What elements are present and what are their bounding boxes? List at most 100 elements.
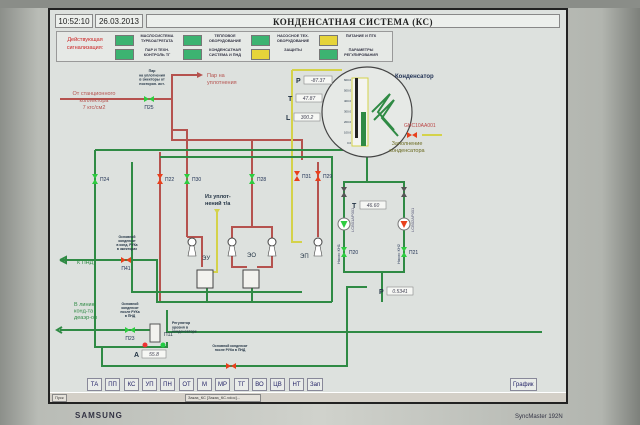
ejector-nozzle — [267, 237, 277, 247]
page-title: КОНДЕНСАТНАЯ СИСТЕМА (КС) — [146, 14, 560, 28]
nav-button-5[interactable]: ОТ — [179, 378, 194, 391]
start-button[interactable]: Пуск — [52, 394, 67, 402]
label: конденсат — [118, 239, 136, 243]
alarm-cell[interactable]: Пар и техн. контроль ТГ — [113, 47, 181, 60]
alarm-cell[interactable]: Насосное тех. оборудование — [249, 33, 317, 46]
valve-icon — [249, 174, 255, 184]
nav-button-11[interactable]: НТ — [289, 378, 304, 391]
pipe — [131, 162, 302, 293]
nav-button-1[interactable]: ПП — [105, 378, 120, 391]
nav-button-10[interactable]: ЦВ — [270, 378, 285, 391]
pump-state-icon — [340, 221, 348, 228]
label: конд-та — [74, 309, 94, 315]
label: после РУКа — [120, 310, 139, 314]
to-lpf-label: К ПНД — [77, 260, 94, 266]
alarm-text: Питание и ПТК — [345, 34, 377, 38]
monitor-bezel — [0, 0, 640, 8]
label: В линию — [74, 302, 96, 308]
level-fill — [361, 112, 366, 146]
valve-label: П31 — [302, 174, 311, 180]
value-box — [295, 93, 323, 103]
label: деаэр-ов — [74, 315, 97, 321]
valve-P30[interactable]: П30 — [184, 174, 201, 184]
nav-button-4[interactable]: ПН — [160, 378, 175, 391]
alarm-cell[interactable]: Маслосистема турбоагрегата — [113, 33, 181, 46]
label: в эжекторах — [117, 247, 137, 251]
ejector-cooler — [196, 269, 214, 289]
pipe — [102, 342, 168, 348]
valve-P24[interactable]: П24 — [92, 174, 109, 184]
valve-P23[interactable]: П23 — [125, 327, 135, 342]
pump-loop — [343, 157, 405, 273]
valve-icon — [294, 171, 300, 181]
alarm-cell[interactable]: Параметры регулирования — [317, 47, 385, 60]
valve-P22[interactable]: П22 — [157, 174, 174, 184]
label: конденсатора — [389, 148, 425, 154]
valve-P42[interactable]: П42 — [226, 363, 236, 372]
alarm-indicator — [319, 35, 338, 46]
nav-button-6[interactable]: М — [197, 378, 212, 391]
valve-P21[interactable]: П21 — [401, 247, 418, 257]
steam-pipe — [171, 99, 188, 162]
nav-button-8[interactable]: ТГ — [234, 378, 249, 391]
nav-button-12[interactable]: Зап — [307, 378, 324, 391]
alarm-indicator — [183, 49, 202, 60]
process-diagram: 600.0500.0400.0300.0200.0100.00.0-87.37P… — [55, 66, 542, 372]
air-pipe — [207, 212, 218, 273]
valve-P41[interactable]: П41 — [121, 257, 131, 272]
label: 7 кгс/см2 — [83, 105, 106, 111]
alarm-cell[interactable]: Конденсатная система и ПНД — [181, 47, 249, 60]
graph-button[interactable]: График — [510, 378, 537, 391]
valve-label: П25 — [144, 105, 153, 111]
label: Регулятор — [172, 321, 191, 325]
scale-tick: 600.0 — [344, 78, 351, 82]
value-box — [141, 349, 167, 359]
label: От станционного — [73, 91, 116, 97]
pipe — [252, 226, 273, 237]
valve-icon — [157, 174, 163, 184]
monitor-brand: SAMSUNG — [75, 411, 123, 420]
nav-button-2[interactable]: КС — [124, 378, 139, 391]
label: Пар — [149, 69, 157, 73]
valve-P20[interactable]: П20 — [341, 247, 358, 257]
value-readout: 47.87 — [303, 96, 316, 102]
nav-button-3[interactable]: УП — [142, 378, 157, 391]
nav-button-0[interactable]: ТА — [87, 378, 102, 391]
arrow-icon — [197, 72, 203, 78]
pipe — [94, 150, 102, 348]
alarm-cell[interactable]: Питание и ПТК — [317, 33, 385, 46]
valve-P31[interactable]: П31 — [294, 171, 311, 181]
label: конденсаторе — [172, 330, 197, 334]
level-regulator — [149, 323, 161, 343]
value-box — [303, 75, 333, 85]
taskbar-item[interactable]: Заказ_КС [Заказ_КС.vdoc]... — [185, 394, 261, 402]
nav-button-9[interactable]: ВО — [252, 378, 267, 391]
value-label: P — [379, 289, 384, 296]
status-lamp-red — [142, 342, 148, 348]
scada-screen: 10:52:10 26.03.2013 КОНДЕНСАТНАЯ СИСТЕМА… — [48, 8, 568, 404]
nav-button-7[interactable]: МР — [215, 378, 230, 391]
arrow-icon — [214, 209, 220, 214]
alarm-cell[interactable]: Тепловое оборудование — [181, 33, 249, 46]
value-box — [293, 112, 321, 122]
valve-label: П24 — [100, 177, 109, 183]
valve-icon — [144, 96, 154, 102]
fill-valve-icon[interactable] — [407, 132, 417, 138]
valve-P25[interactable]: П25 — [144, 96, 154, 111]
valve-label: П41 — [121, 266, 130, 272]
status-lamp-green — [160, 342, 166, 348]
label: посторон. ист. — [139, 82, 164, 86]
value-label: T — [288, 96, 293, 103]
value-label: T — [352, 203, 357, 210]
valve-P28[interactable]: П28 — [249, 174, 266, 184]
pipe — [160, 156, 333, 302]
value-label: L — [286, 115, 291, 122]
scale-tick: 100.0 — [344, 131, 351, 135]
alarm-text: Тепловое оборудование — [208, 34, 242, 43]
arrow-icon — [55, 326, 63, 334]
alarm-cell[interactable]: Защиты — [249, 47, 317, 60]
scale-tick: 0.0 — [347, 141, 351, 145]
ejector-body — [267, 245, 277, 257]
valve-P29[interactable]: П29 — [315, 171, 332, 181]
